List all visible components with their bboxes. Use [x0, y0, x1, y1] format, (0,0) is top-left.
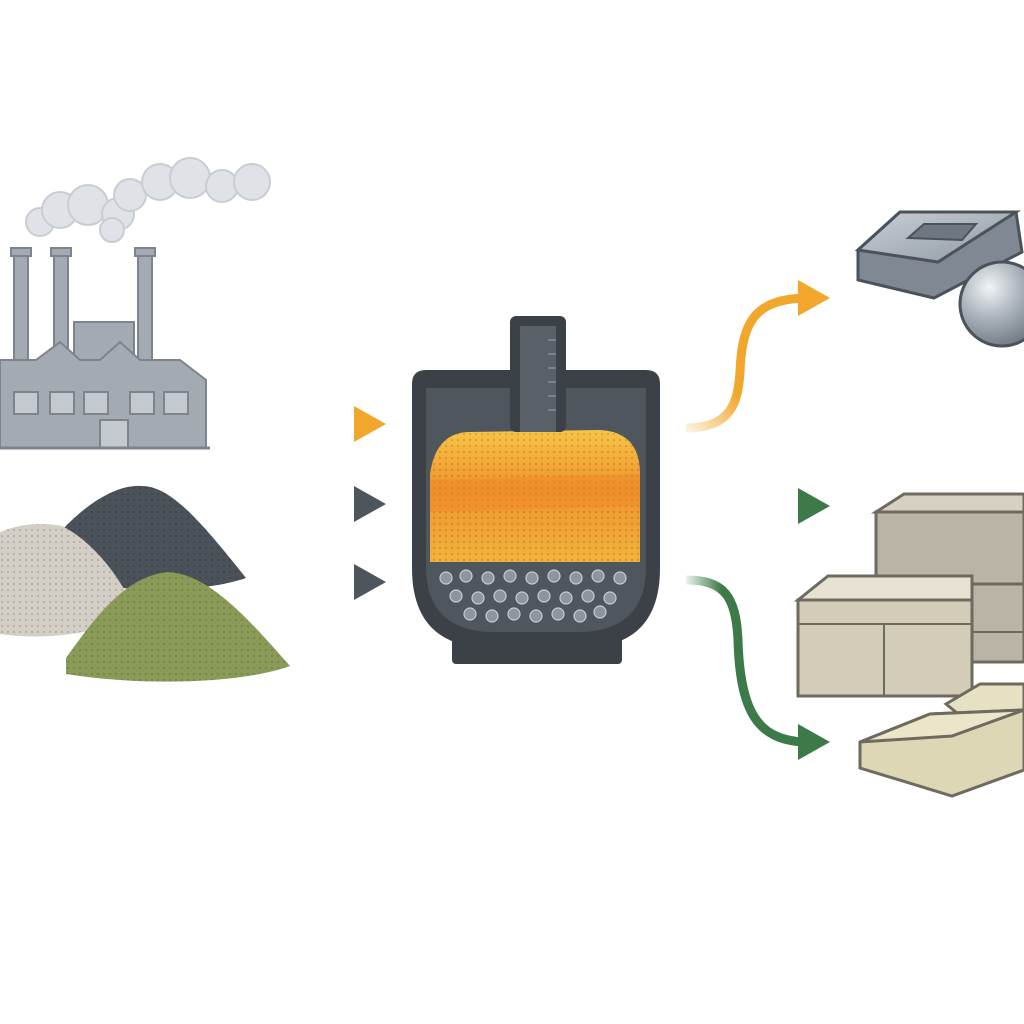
factory-smokestacks-icon: [0, 157, 271, 450]
output-arrow-orange: [685, 280, 830, 433]
molten-layer: [430, 430, 640, 562]
input-arrow-orange: [258, 406, 386, 442]
output-arrow-green-middle: [686, 488, 830, 524]
metal-ingot-icon: [854, 210, 1024, 300]
smoke-cloud: [25, 157, 271, 243]
melting-furnace-icon: [412, 316, 660, 664]
paving-tiles-icon: [858, 682, 1024, 798]
metal-sphere-icon: [958, 260, 1024, 348]
electrode-column: [510, 316, 566, 432]
input-arrow-grey-upper: [258, 486, 386, 522]
output-arrow-green-lower: [685, 575, 830, 760]
building-blocks-icon: [793, 492, 1024, 698]
dark-grey-slag-pile-icon: [62, 485, 246, 590]
slag-bead-layer: [439, 569, 627, 623]
input-arrow-grey-lower: [258, 564, 386, 600]
light-grey-sand-pile-icon: [0, 524, 136, 637]
green-powder-pile-icon: [66, 572, 290, 682]
